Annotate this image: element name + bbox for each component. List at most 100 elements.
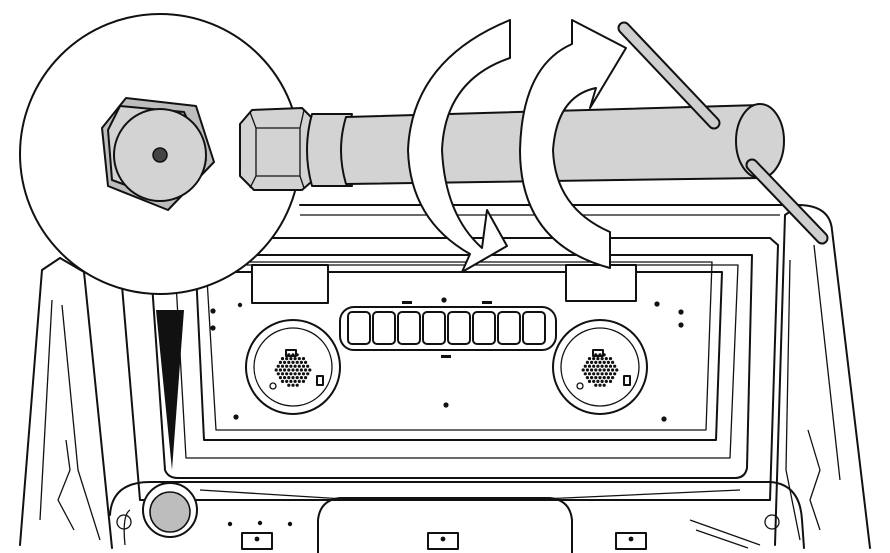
vent-hole xyxy=(299,376,303,380)
vent-hole xyxy=(295,376,299,380)
vent-hole xyxy=(581,368,585,372)
vent-hole xyxy=(596,364,600,368)
vent-hole xyxy=(295,353,299,357)
vent-hole xyxy=(608,357,613,361)
hex-plug-icon xyxy=(101,97,215,211)
vent-hole xyxy=(283,360,287,364)
left-vent xyxy=(245,319,341,415)
vent-hole xyxy=(289,379,293,383)
left-vent-perforations xyxy=(274,353,312,387)
vent-hole xyxy=(299,368,303,372)
vent-hole xyxy=(289,372,293,376)
vent-hole xyxy=(280,357,285,361)
vent-hole xyxy=(285,379,289,383)
vent-hole xyxy=(287,368,291,372)
vent-hole xyxy=(608,364,613,368)
panel-screw-dots xyxy=(210,297,684,422)
vent-hole xyxy=(295,368,299,372)
vent-hole xyxy=(291,353,295,357)
vent-hole xyxy=(308,368,312,372)
vent-hole xyxy=(304,376,308,380)
vent-hole xyxy=(287,360,291,364)
vent-hole xyxy=(608,372,613,376)
vent-hole xyxy=(600,372,604,376)
vent-hole xyxy=(611,368,615,372)
vent-hole xyxy=(602,353,606,357)
vent-hole xyxy=(600,364,604,368)
vent-hole xyxy=(611,376,615,380)
vent-hole xyxy=(287,376,291,380)
vent-hole xyxy=(598,368,602,372)
vent-hole xyxy=(587,357,592,361)
vent-hole xyxy=(291,383,295,387)
vent-hole xyxy=(585,368,590,372)
vent-hole xyxy=(602,368,606,372)
vent-hole xyxy=(295,383,299,387)
vent-hole xyxy=(585,376,590,380)
vent-hole xyxy=(590,368,594,372)
vent-hole xyxy=(274,368,278,372)
vent-hole xyxy=(293,364,297,368)
vent-hole xyxy=(594,368,598,372)
rotate-arrow-icon xyxy=(407,19,511,273)
vent-hole xyxy=(301,372,306,376)
vent-hole xyxy=(289,364,293,368)
vent-hole xyxy=(291,376,295,380)
vent-hole xyxy=(598,376,602,380)
vent-hole xyxy=(306,372,310,376)
vent-hole xyxy=(598,353,602,357)
vent-hole xyxy=(297,364,301,368)
vent-hole xyxy=(596,379,600,383)
vent-hole xyxy=(613,364,617,368)
vent-hole xyxy=(583,364,587,368)
drain-plug xyxy=(142,482,198,538)
vent-hole xyxy=(594,383,598,387)
vent-hole xyxy=(285,364,289,368)
vent-hole xyxy=(283,368,287,372)
zoom-callout xyxy=(19,13,301,295)
vent-hole xyxy=(301,364,306,368)
vent-hole xyxy=(585,360,590,364)
vent-hole xyxy=(604,372,608,376)
button-bank xyxy=(339,306,557,351)
vent-hole xyxy=(289,357,293,361)
vent-hole xyxy=(301,357,306,361)
vent-hole xyxy=(297,372,301,376)
vent-hole xyxy=(304,360,308,364)
vent-hole xyxy=(280,364,285,368)
vent-hole xyxy=(590,376,594,380)
vent-hole xyxy=(280,372,285,376)
vent-hole xyxy=(291,360,295,364)
vent-hole xyxy=(594,353,598,357)
vent-hole xyxy=(594,376,598,380)
vent-hole xyxy=(293,379,297,383)
vent-hole xyxy=(587,364,592,368)
vent-hole xyxy=(297,357,301,361)
appliance-body xyxy=(19,204,871,553)
vent-hole xyxy=(291,368,295,372)
vent-hole xyxy=(592,357,596,361)
vent-hole xyxy=(583,372,587,376)
vent-hole xyxy=(587,372,592,376)
vent-hole xyxy=(606,368,611,372)
vent-hole xyxy=(592,372,596,376)
vent-hole xyxy=(598,383,602,387)
vent-hole xyxy=(299,360,303,364)
vent-hole xyxy=(293,372,297,376)
vent-hole xyxy=(278,376,282,380)
vent-hole xyxy=(606,360,611,364)
vent-hole xyxy=(602,360,606,364)
vent-hole xyxy=(602,383,606,387)
vent-hole xyxy=(285,357,289,361)
vent-hole xyxy=(600,357,604,361)
rotate-arrow-icon xyxy=(519,19,627,269)
vent-hole xyxy=(604,379,608,383)
vent-hole xyxy=(598,360,602,364)
vent-hole xyxy=(287,353,291,357)
vent-hole xyxy=(594,360,598,364)
vent-hole xyxy=(301,379,306,383)
vent-hole xyxy=(278,360,282,364)
vent-hole xyxy=(596,372,600,376)
vent-hole xyxy=(611,360,615,364)
